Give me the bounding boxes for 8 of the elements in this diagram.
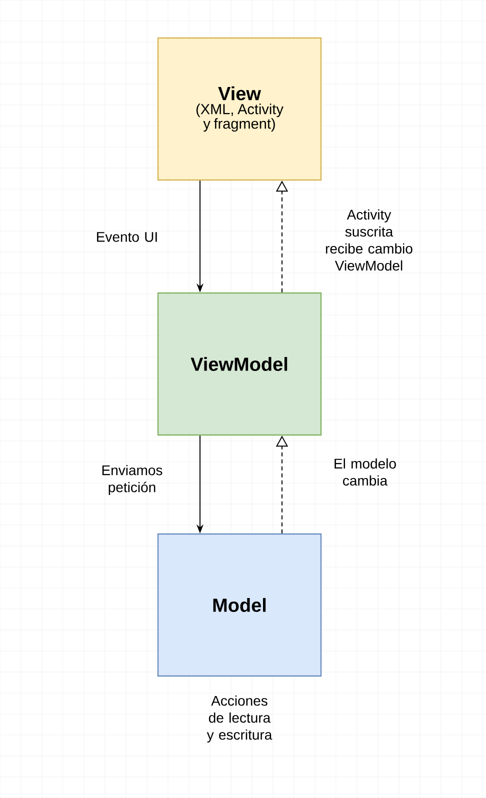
component-box: View (XML, Activity y fragment) — [157, 37, 322, 181]
note-text: Acciones de lectura y escritura — [206, 695, 272, 743]
edge-label: El modelo cambia — [334, 458, 396, 486]
component-box: ViewModel — [157, 292, 322, 436]
component-box: Model — [157, 533, 322, 677]
edge-label: Activity suscrita recibe cambio ViewModel — [326, 209, 412, 271]
edge-label: Evento UI — [97, 232, 157, 242]
edge-label: Enviamos petición — [102, 464, 162, 496]
